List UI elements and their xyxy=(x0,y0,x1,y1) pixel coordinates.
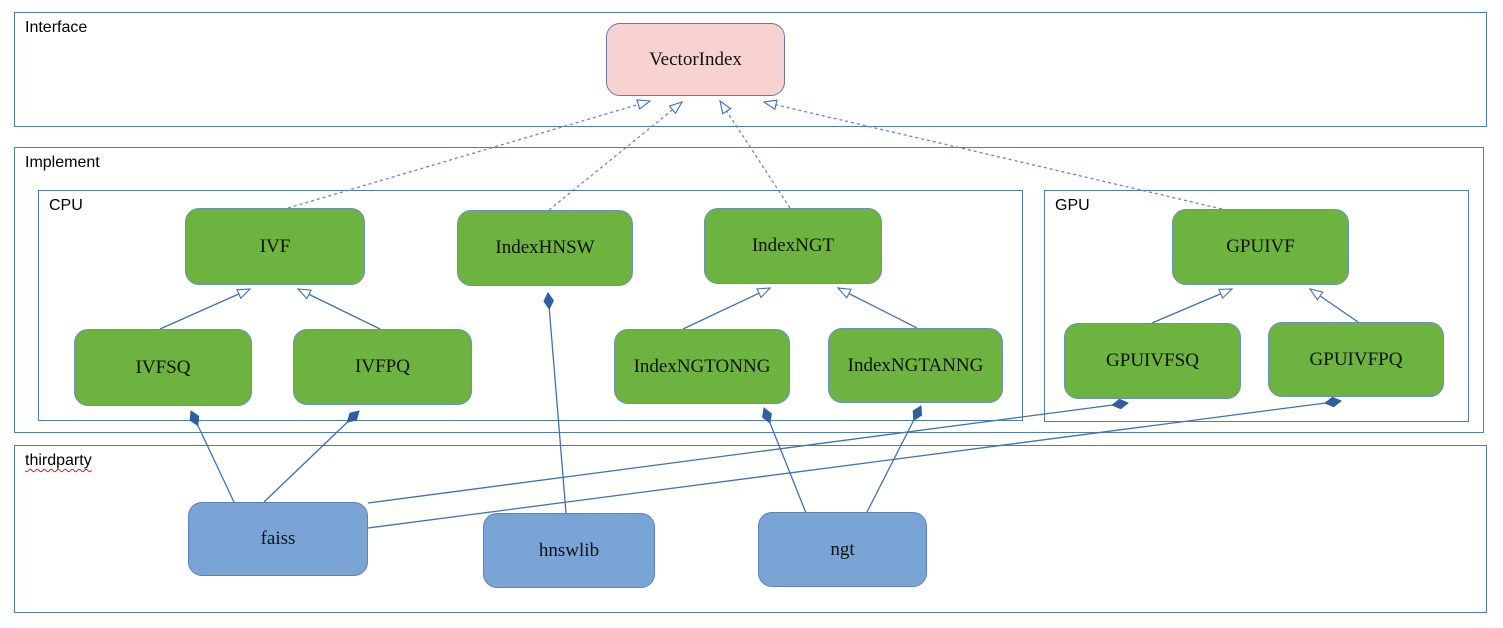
edge-faiss-gpuivfsq xyxy=(367,398,1129,504)
edge-faiss-gpuivfpq xyxy=(367,396,1342,529)
node-hnswlib: hnswlib xyxy=(483,513,655,588)
node-ivfsq: IVFSQ xyxy=(74,329,252,406)
container-gpu-label: GPU xyxy=(1055,197,1090,214)
node-ngt: ngt xyxy=(758,512,927,587)
node-gpuivfpq: GPUIVFPQ xyxy=(1268,322,1444,397)
edge-hnswlib-indexhnsw xyxy=(543,292,567,514)
container-implement: Implement xyxy=(14,147,1484,433)
edge-faiss-ivfpq xyxy=(263,410,360,503)
container-interface: Interface xyxy=(14,12,1487,127)
node-indexngtonng: IndexNGTONNG xyxy=(614,329,790,404)
node-ivfpq: IVFPQ xyxy=(293,329,472,405)
container-thirdparty-label: thirdparty xyxy=(25,452,92,469)
container-interface-label: Interface xyxy=(25,19,88,36)
edge-indexhnsw-vectorindex xyxy=(548,101,684,211)
node-indexngtanng: IndexNGTANNG xyxy=(828,328,1003,403)
edge-indexngtanng-indexngt xyxy=(836,287,918,329)
node-indexngt: IndexNGT xyxy=(704,208,882,284)
edge-gpuivfpq-gpuivf xyxy=(1308,288,1359,323)
edge-ivfpq-ivf xyxy=(296,288,381,330)
container-cpu-label: CPU xyxy=(49,197,83,214)
edge-ivfsq-ivf xyxy=(159,288,252,330)
edge-faiss-ivfsq xyxy=(189,410,235,503)
node-indexhnsw: IndexHNSW xyxy=(457,210,633,286)
edge-gpuivf-vectorindex xyxy=(762,99,1223,210)
node-vectorindex: VectorIndex xyxy=(606,23,785,96)
container-implement-label: Implement xyxy=(25,154,100,171)
edge-indexngtonng-indexngt xyxy=(682,287,772,330)
node-faiss: faiss xyxy=(188,502,368,576)
edge-ngt-indexngtonng xyxy=(762,407,807,514)
node-gpuivf: GPUIVF xyxy=(1172,209,1349,285)
edge-indexngt-vectorindex xyxy=(719,99,791,209)
node-gpuivfsq: GPUIVFSQ xyxy=(1064,323,1241,399)
container-gpu: GPU xyxy=(1044,190,1469,422)
edge-gpuivfsq-gpuivf xyxy=(1151,288,1234,324)
container-cpu: CPU xyxy=(38,190,1023,421)
node-ivf: IVF xyxy=(185,208,365,285)
edge-ivf-vectorindex xyxy=(287,99,652,209)
container-thirdparty: thirdparty xyxy=(14,445,1487,613)
